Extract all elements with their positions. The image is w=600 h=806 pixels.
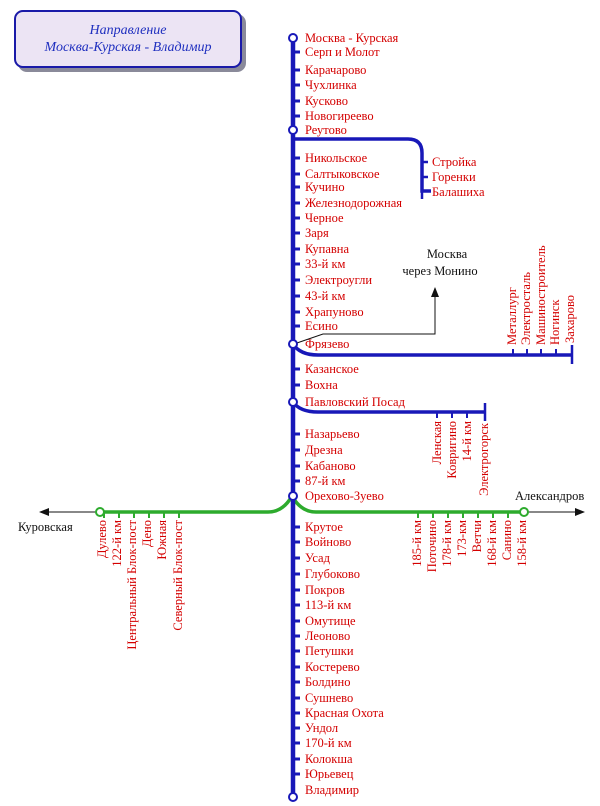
kurovskaya-branch-end (95, 507, 105, 517)
station-label: 185-й км (410, 520, 424, 567)
main-line-station-ticks (293, 50, 300, 776)
station-label: Казанское (305, 362, 359, 376)
station-label: Никольское (305, 151, 368, 165)
station-label: Кабаново (305, 459, 356, 473)
station-label: Ундол (305, 721, 338, 735)
station-label: Электроугли (305, 273, 372, 287)
station-label: Крутое (305, 520, 343, 534)
station-label: Костерево (305, 660, 360, 674)
station-label: Юрьевец (305, 767, 354, 781)
station-label: Кусково (305, 94, 348, 108)
station-label: Леоново (305, 629, 350, 643)
route-title-line2: Москва-Курская - Владимир (44, 40, 212, 55)
station-label: Черное (305, 211, 344, 225)
station-label: Центральный Блок-пост (125, 519, 139, 649)
station-label: 33-й км (305, 257, 346, 271)
pavlovsky-posad-junction (288, 397, 298, 407)
station-label: Ногинск (548, 299, 562, 345)
station-label: 168-й км (485, 520, 499, 567)
station-label: Новогиреево (305, 109, 374, 123)
station-label: Карачарово (305, 63, 366, 77)
station-label: 87-й км (305, 474, 346, 488)
station-label: Сушнево (305, 691, 353, 705)
station-label: Северный Блок-пост (171, 519, 185, 630)
station-label: Москва - Курская (305, 31, 399, 45)
station-label: Кучино (305, 180, 345, 194)
station-label: Салтыковское (305, 167, 380, 181)
station-label: Захарово (563, 295, 577, 343)
route-title-line1: Направление (89, 23, 167, 38)
station-label: Ковригино (445, 421, 459, 479)
station-label: Машиностроитель (534, 245, 548, 345)
fryazevo-branch: Металлург Электросталь Машиностроитель Н… (505, 245, 577, 355)
station-label: Усад (305, 551, 331, 565)
station-label: Ленская (430, 421, 444, 465)
station-label: Павловский Посад (305, 395, 406, 409)
station-label: 158-й км (515, 520, 529, 567)
station-label: Южная (155, 520, 169, 560)
station-label: Храпуново (305, 305, 364, 319)
orekhovo-zuevo-junction (288, 491, 298, 501)
moscow-kurskaya-terminal (288, 33, 298, 43)
station-label: 43-й км (305, 289, 346, 303)
station-label: Петушки (305, 644, 354, 658)
station-label: Электрогорск (477, 422, 491, 496)
station-label: Владимир (305, 783, 359, 797)
alexandrov-branch: Александров 185-й км Поточино 178-й км 1… (410, 489, 584, 572)
station-label: Покров (305, 583, 345, 597)
station-label: Колокша (305, 752, 353, 766)
fryazevo-junction (288, 339, 298, 349)
station-label: 170-й км (305, 736, 352, 750)
reutovo-junction (288, 125, 298, 135)
station-label: Войново (305, 535, 351, 549)
station-label: Ветчи (470, 520, 484, 553)
station-label: Поточино (425, 520, 439, 572)
station-label: Чухлинка (305, 78, 357, 92)
station-label: Назарьево (305, 427, 360, 441)
balashikha-branch-line (293, 137, 431, 193)
balashikha-branch: Стройка Горенки Балашиха (422, 155, 485, 199)
station-label: Дулево (95, 520, 109, 558)
kurovskaya-branch: Куровская Дулево 122-й км Центральный Бл… (18, 512, 185, 650)
monino-direction-line2: через Монино (402, 264, 477, 278)
route-title-box: Направление Москва-Курская - Владимир (14, 10, 242, 68)
station-label: Электросталь (519, 272, 533, 345)
station-label: Орехово-Зуево (305, 489, 384, 503)
station-label: Реутово (305, 123, 347, 137)
station-label: Железнодорожная (305, 196, 402, 210)
station-label: 178-й км (440, 520, 454, 567)
station-label: 113-й км (305, 598, 351, 612)
station-label: Дрезна (305, 443, 343, 457)
station-label: 173-км (455, 520, 469, 557)
station-label: Вохна (305, 378, 338, 392)
alexandrov-branch-end (519, 507, 529, 517)
pavlovsky-branch: Ленская Ковригино 14-й км Электрогорск (430, 412, 491, 496)
station-label: Красная Охота (305, 706, 384, 720)
station-label: Санино (500, 520, 514, 560)
alexandrov-direction-label: Александров (515, 489, 584, 503)
station-label: Фрязево (305, 337, 349, 351)
vladimir-terminal (288, 792, 298, 802)
station-label: Омутище (305, 614, 356, 628)
monino-direction-line1: Москва (427, 247, 468, 261)
station-label: 14-й км (460, 421, 474, 462)
station-label: Купавна (305, 242, 349, 256)
station-label: Горенки (432, 170, 476, 184)
station-label: Стройка (432, 155, 477, 169)
station-label: Есино (305, 319, 338, 333)
station-label: 122-й км (110, 520, 124, 567)
station-label: Металлург (505, 287, 519, 345)
station-label: Серп и Молот (305, 45, 380, 59)
station-label: Глубоково (305, 567, 360, 581)
monino-connector (293, 287, 439, 345)
station-label: Болдино (305, 675, 351, 689)
kurovskaya-direction-label: Куровская (18, 520, 73, 534)
station-label: Дено (140, 520, 154, 547)
station-label: Заря (305, 226, 329, 240)
station-label: Балашиха (432, 185, 485, 199)
